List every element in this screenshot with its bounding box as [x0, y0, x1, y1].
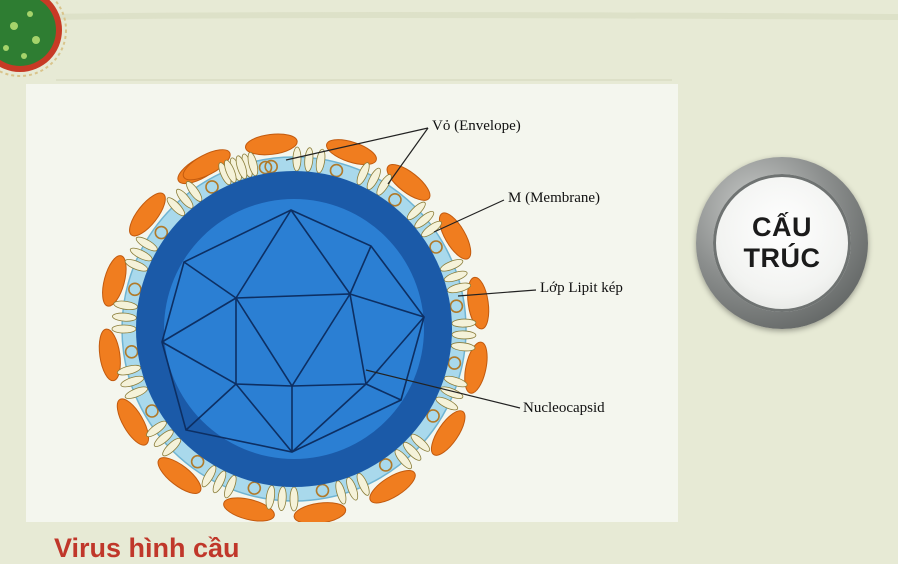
envelope-protein-group: [98, 133, 490, 522]
spike-loop: [205, 180, 219, 194]
diagram-panel: Vỏ (Envelope) M (Membrane) Lớp Lipit kép…: [26, 84, 678, 522]
spike-loop: [124, 345, 139, 359]
membrane-protein: [153, 429, 174, 447]
membrane-protein: [366, 167, 381, 191]
envelope-protein: [157, 457, 202, 494]
envelope-protein: [293, 502, 347, 522]
envelope-protein: [98, 328, 121, 382]
membrane-protein: [410, 433, 431, 452]
icosahedral-capsid: [161, 209, 425, 453]
membrane-protein: [451, 330, 477, 340]
spike-loop: [145, 404, 159, 418]
nucleocapsid-core: [164, 199, 424, 459]
spike-loop: [429, 240, 443, 254]
membrane-protein: [212, 470, 227, 494]
membrane-protein: [292, 146, 302, 172]
membrane-protein-group: [111, 146, 477, 512]
membrane-protein: [265, 485, 276, 510]
slide-caption: Virus hình cầu: [54, 533, 240, 563]
envelope-protein: [223, 497, 275, 522]
membrane-protein: [406, 201, 426, 221]
spike-loop: [315, 483, 330, 498]
spike-loop: [447, 356, 462, 370]
virus-logo-icon: [0, 0, 67, 77]
spike-loop: [247, 481, 262, 495]
envelope-protein: [116, 398, 150, 446]
envelope-protein: [467, 276, 490, 330]
membrane-protein: [451, 318, 477, 328]
spike-loop: [128, 282, 142, 297]
membrane-protein: [421, 220, 442, 238]
membrane-protein: [185, 181, 203, 202]
envelope-protein: [102, 255, 127, 307]
membrane-protein: [446, 282, 472, 294]
label-membrane: M (Membrane): [508, 190, 601, 206]
envelope-protein: [244, 133, 298, 156]
spike-loop: [378, 458, 393, 472]
membrane-protein: [111, 324, 137, 334]
membrane-protein: [120, 375, 145, 388]
spike-loop: [258, 160, 273, 175]
structure-button-face[interactable]: CẤU TRÚC: [713, 174, 851, 312]
label-nucleocapsid: Nucleocapsid: [523, 400, 605, 416]
virus-structure-diagram: [98, 127, 537, 522]
envelope-protein: [326, 139, 377, 166]
spike-loop: [329, 163, 344, 178]
label-envelope: Vỏ (Envelope): [432, 118, 521, 134]
envelope-protein: [386, 164, 431, 201]
spike-loop: [190, 454, 205, 469]
spike-loop: [154, 225, 169, 240]
envelope-protein: [430, 410, 466, 456]
envelope-protein: [182, 149, 231, 181]
spike-loop: [264, 159, 278, 174]
spike-loop: [449, 299, 464, 313]
spike-loop: [426, 409, 440, 423]
structure-button[interactable]: CẤU TRÚC: [696, 157, 868, 329]
envelope-protein: [129, 192, 166, 237]
label-lipid-bilayer: Lớp Lipit kép: [540, 280, 623, 296]
envelope-protein: [369, 470, 416, 504]
structure-button-line1: CẤU: [752, 212, 812, 242]
membrane-protein: [394, 449, 412, 470]
membrane-protein: [335, 480, 347, 505]
envelope-protein: [464, 341, 488, 394]
structure-button-line2: TRÚC: [743, 243, 821, 273]
callout-lines: [285, 127, 537, 409]
membrane-protein: [112, 312, 137, 322]
spike-loop: [388, 192, 402, 207]
envelope-protein: [438, 212, 472, 260]
membrane-protein: [289, 486, 299, 512]
